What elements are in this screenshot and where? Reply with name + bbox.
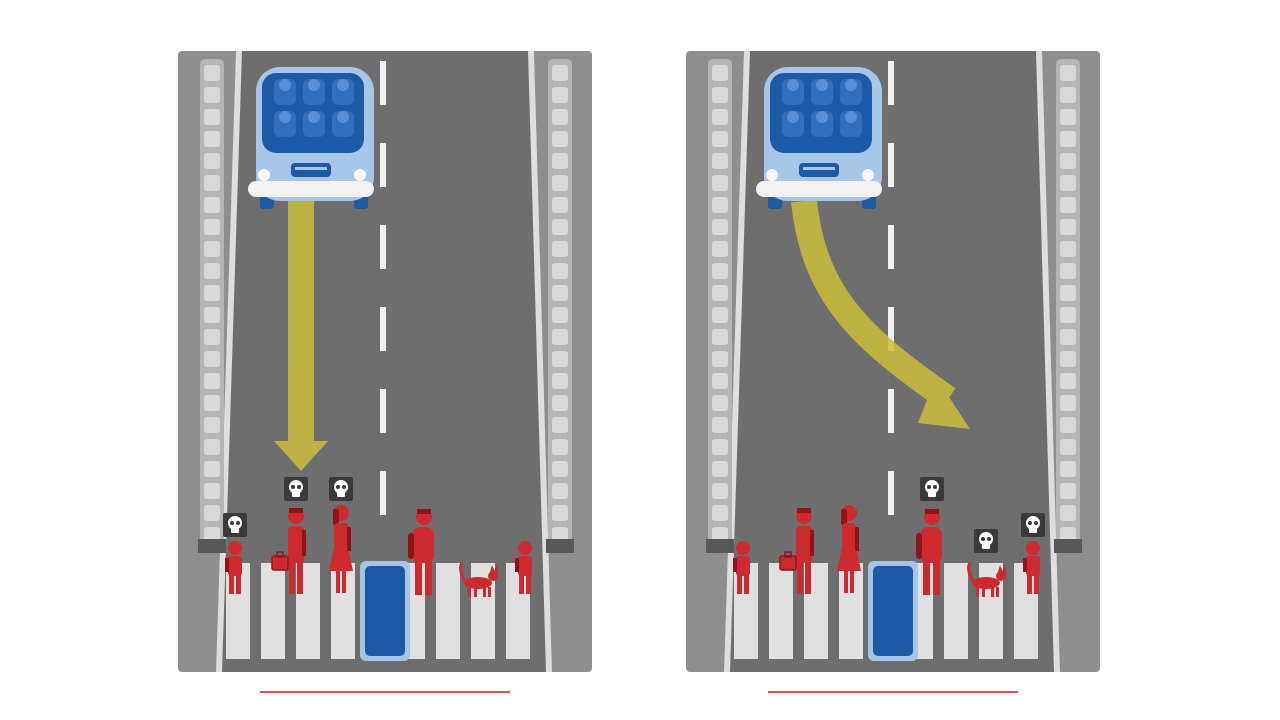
option-left-select-line[interactable]: [260, 691, 510, 693]
trajectory-arrow-icon: [274, 201, 328, 471]
lane-divider: [380, 61, 386, 515]
pedestrian-child: [225, 541, 242, 594]
skull-icon: [223, 513, 247, 537]
lane-barrier-block: [868, 561, 918, 661]
skull-icon: [284, 477, 308, 501]
skull-icon: [1021, 513, 1045, 537]
skull-icon: [920, 477, 944, 501]
pedestrian-child: [515, 541, 532, 594]
scenario-illustration: [686, 51, 1100, 672]
skull-icon: [974, 529, 998, 553]
scenario-illustration: [178, 51, 592, 672]
trajectory-arrow-icon: [791, 199, 970, 429]
skull-icon: [329, 477, 353, 501]
autonomous-car-icon: [756, 67, 882, 209]
pedestrian-child: [733, 541, 750, 594]
option-right-scenario[interactable]: [686, 51, 1100, 672]
pedestrian-woman: [329, 505, 353, 593]
lane-divider: [888, 61, 894, 515]
pedestrian-woman: [837, 505, 861, 593]
pedestrian-man-with-briefcase: [779, 508, 814, 594]
barrier-right: [1054, 59, 1082, 553]
road-edge-right: [1036, 51, 1060, 672]
barrier-left: [198, 59, 226, 553]
lane-barrier-block: [360, 561, 410, 661]
option-left-scenario[interactable]: [178, 51, 592, 672]
pedestrian-man-with-briefcase: [271, 508, 306, 594]
option-right-select-line[interactable]: [768, 691, 1018, 693]
autonomous-car-icon: [248, 67, 374, 209]
pedestrian-cat: [967, 562, 1006, 597]
road-edge-right: [528, 51, 552, 672]
barrier-left: [706, 59, 734, 553]
pedestrian-cat: [459, 562, 498, 597]
pedestrian-large-man: [408, 509, 434, 595]
pedestrian-child: [1023, 541, 1040, 594]
pedestrian-large-man: [916, 509, 942, 595]
barrier-right: [546, 59, 574, 553]
